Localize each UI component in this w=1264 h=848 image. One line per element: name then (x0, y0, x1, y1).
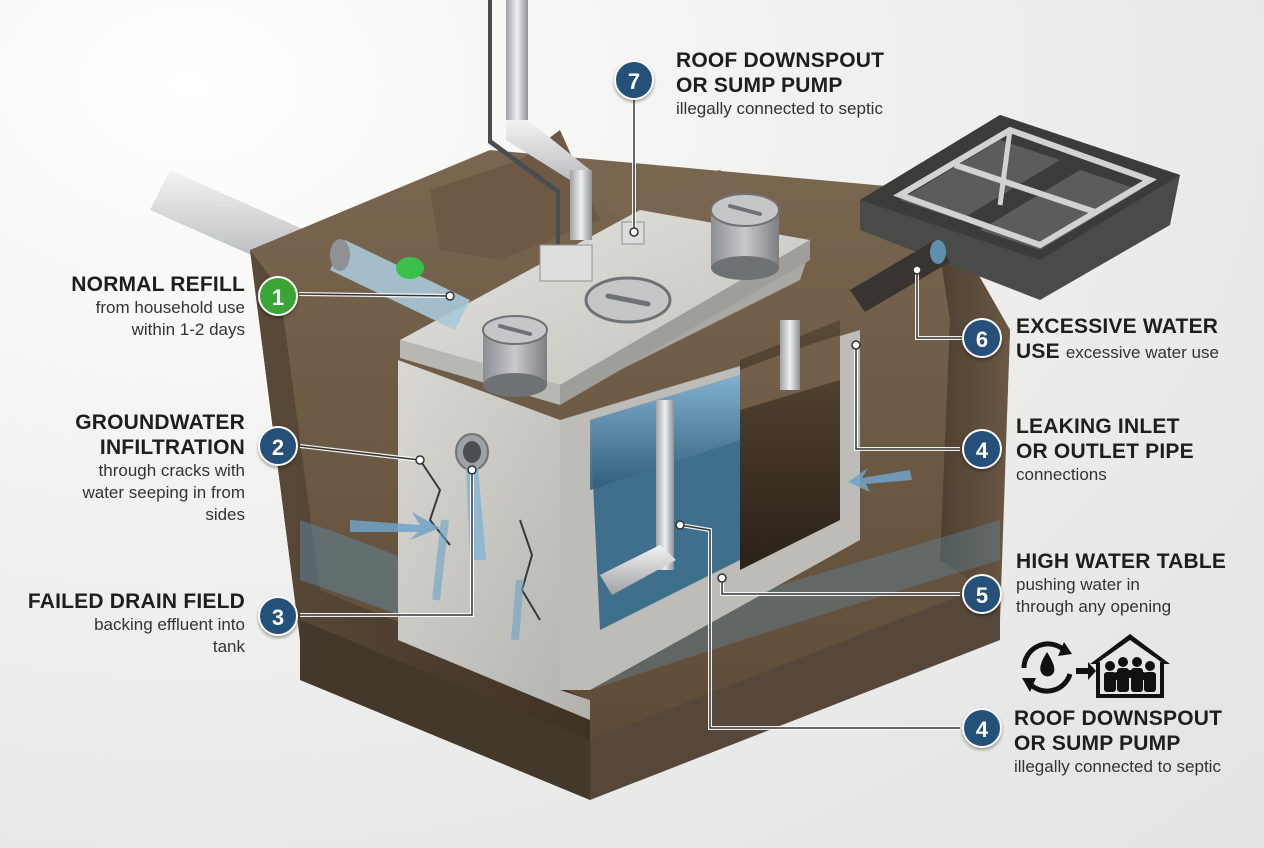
callout-failed-drain-field: FAILED DRAIN FIELD backing effluent into… (20, 589, 245, 658)
callout-title-bold: USE (1016, 340, 1060, 363)
callout-desc: from household use (95, 298, 245, 317)
callout-normal-refill: NORMAL REFILL from household use within … (40, 272, 245, 341)
callout-desc: within 1-2 days (131, 320, 245, 339)
callout-title: OR OUTLET PIPE (1016, 440, 1194, 463)
callout-badge-4a: 4 (962, 429, 1002, 469)
callout-desc: through any opening (1016, 597, 1172, 616)
callout-title: GROUNDWATER (75, 411, 245, 434)
callout-title-line2: USE excessive water use (1016, 339, 1256, 365)
callout-title: ROOF DOWNSPOUT (676, 49, 885, 72)
household-icon (1088, 630, 1172, 700)
callout-title: FAILED DRAIN FIELD (27, 590, 245, 613)
callout-title: LEAKING INLET (1016, 415, 1180, 438)
callout-badge-2: 2 (258, 426, 298, 466)
icon-group (1014, 630, 1174, 700)
callout-badge-7: 7 (614, 60, 654, 100)
callout-roof-downspout-bottom: ROOF DOWNSPOUT OR SUMP PUMP illegally co… (1014, 706, 1262, 778)
callout-desc: sides (205, 505, 245, 524)
callout-title: EXCESSIVE WATER (1016, 315, 1219, 338)
callout-badge-6: 6 (962, 318, 1002, 358)
callout-badge-5: 5 (962, 574, 1002, 614)
callout-badge-3: 3 (258, 596, 298, 636)
callout-badge-4b: 4 (962, 708, 1002, 748)
callout-title: HIGH WATER TABLE (1016, 550, 1227, 573)
callout-desc: connections (1016, 465, 1107, 484)
callout-desc: water seeping in from (82, 483, 245, 502)
callout-desc: pushing water in (1016, 575, 1140, 594)
callout-desc: through cracks with (98, 461, 245, 480)
water-cycle-icon (1021, 641, 1096, 694)
callout-desc: excessive water use (1065, 343, 1219, 362)
callout-roof-downspout-top: ROOF DOWNSPOUT OR SUMP PUMP illegally co… (676, 48, 956, 120)
callout-leaking-pipe: LEAKING INLET OR OUTLET PIPE connections (1016, 414, 1256, 486)
callout-title: OR SUMP PUMP (676, 74, 843, 97)
callout-high-water-table: HIGH WATER TABLE pushing water in throug… (1016, 549, 1256, 618)
callout-desc: backing effluent into (94, 615, 245, 634)
callout-desc: tank (212, 637, 245, 656)
callout-desc: illegally connected to septic (1014, 757, 1221, 776)
callout-title: NORMAL REFILL (71, 273, 245, 296)
callout-desc: illegally connected to septic (676, 99, 883, 118)
callout-title: OR SUMP PUMP (1014, 732, 1181, 755)
callout-title: ROOF DOWNSPOUT (1014, 707, 1223, 730)
callout-excessive-water-use: EXCESSIVE WATER USE excessive water use (1016, 314, 1256, 365)
callout-badge-1: 1 (258, 276, 298, 316)
callout-groundwater-infiltration: GROUNDWATER INFILTRATION through cracks … (40, 410, 245, 526)
callout-title: INFILTRATION (99, 436, 245, 459)
